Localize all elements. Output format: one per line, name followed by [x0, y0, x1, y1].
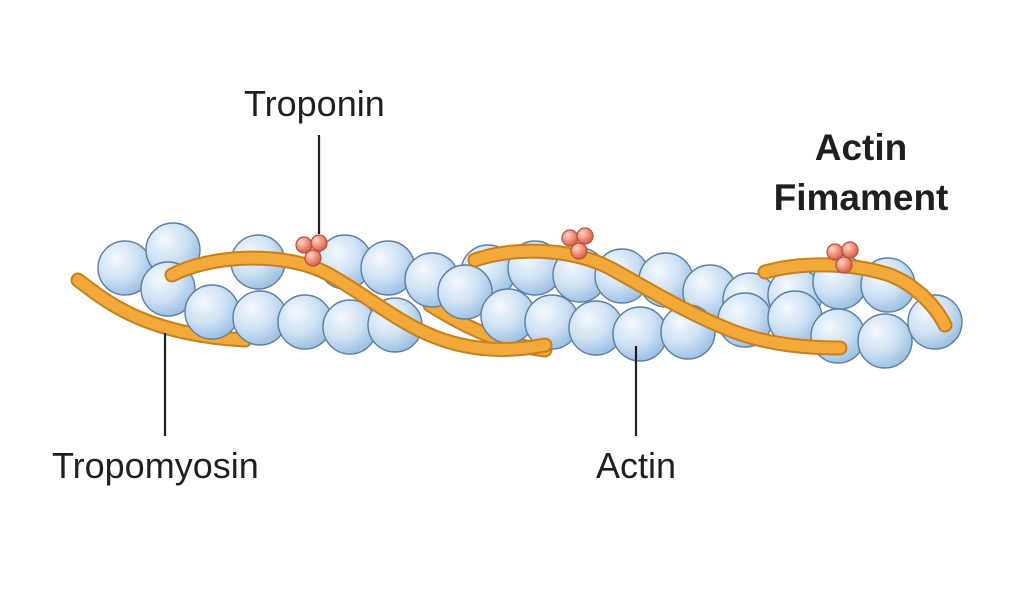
actin-label: Actin	[596, 445, 676, 486]
troponin-complexes	[295, 227, 859, 274]
actin-monomer	[437, 264, 493, 320]
troponin-subunit	[576, 227, 594, 245]
troponin-complex	[295, 234, 328, 267]
troponin-label: Troponin	[244, 83, 385, 124]
actin-monomer	[857, 313, 913, 369]
troponin-subunit	[570, 242, 588, 260]
troponin-subunit	[304, 249, 322, 267]
tropomyosin-segment	[759, 259, 951, 331]
troponin-subunit	[835, 256, 853, 274]
troponin-complex	[561, 227, 594, 260]
diagram-title-line2: Fimament	[774, 177, 949, 218]
tropomyosin-segment	[166, 252, 551, 355]
actin-chain-front	[140, 261, 963, 369]
actin-monomer	[184, 284, 240, 340]
tropomyosin-segment	[469, 245, 846, 354]
tropomyosin-strand-front	[164, 243, 953, 357]
diagram-title-line1: Actin	[815, 127, 908, 168]
troponin-subunit	[841, 241, 859, 259]
troponin-complex	[826, 241, 859, 274]
actin-monomer	[612, 306, 668, 362]
troponin-subunit	[310, 234, 328, 252]
tropomyosin-label: Tropomyosin	[52, 445, 259, 486]
